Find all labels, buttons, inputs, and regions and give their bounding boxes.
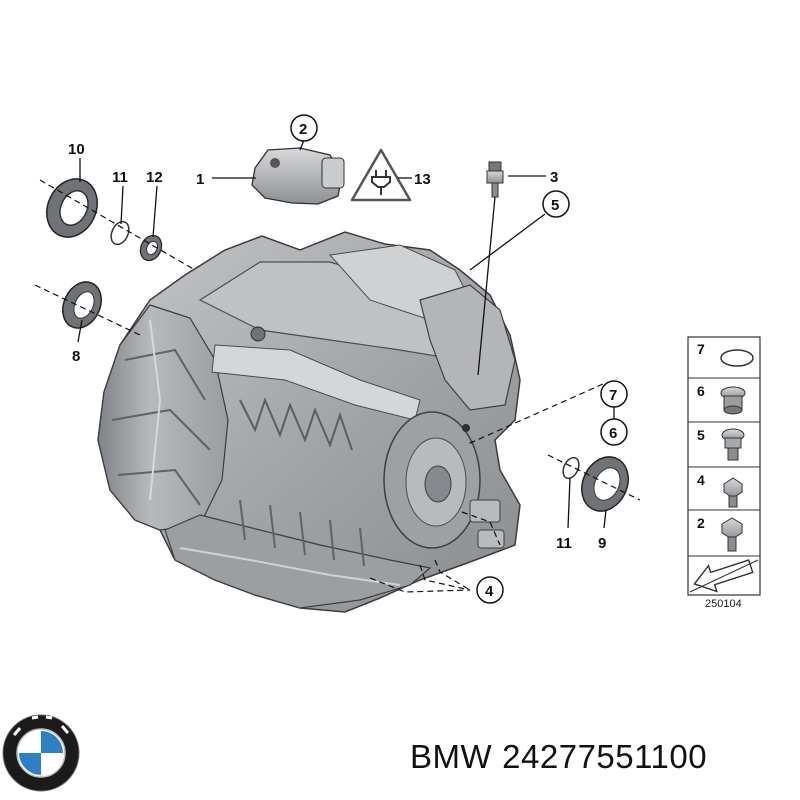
bmw-logo-blue-2 (19, 753, 41, 775)
sensor-head (488, 161, 502, 172)
callout-2-circle (290, 114, 318, 142)
bell-rib-4 (149, 319, 162, 501)
lower-ribs (239, 499, 365, 567)
bell-rib-3 (117, 468, 201, 506)
housing-port-2 (462, 424, 470, 432)
axis-6-7 (467, 383, 604, 445)
leader-11-upper (120, 185, 124, 225)
bmw-logo (2, 714, 80, 792)
transmission-housing (97, 231, 521, 613)
legend-plug-icon (720, 386, 746, 415)
oil-pan-flange (179, 547, 401, 586)
o-ring-11-upper-shape (110, 220, 130, 246)
callout-6: 6 (609, 425, 617, 442)
leader-5 (469, 213, 546, 271)
axis-right (547, 454, 641, 501)
shaft-seal-9 (581, 456, 629, 512)
callout-3: 3 (550, 169, 558, 186)
callout-8: 8 (72, 348, 80, 365)
sensor-hex (486, 170, 504, 184)
callouts: 1 2 13 3 5 10 11 12 8 7 6 11 9 4 (68, 114, 628, 604)
shaft-seal-10 (46, 178, 98, 238)
o-ring-11-lower-shape (562, 456, 580, 480)
leader-12 (152, 185, 158, 238)
bmw-logo-white-1 (41, 753, 63, 775)
leader-9 (603, 509, 607, 529)
callout-10: 10 (68, 141, 85, 158)
o-ring-11-upper (110, 220, 130, 246)
output-flange-hub (424, 465, 452, 503)
housing-fins (239, 397, 353, 451)
parts-legend: 7 6 5 4 2 250104 (687, 336, 761, 610)
legend-label-5: 5 (697, 427, 705, 443)
housing-port (250, 326, 266, 342)
caption-brand: BMW (410, 738, 493, 775)
temperature-sensor-part (486, 161, 504, 198)
seal-12-inner (146, 240, 158, 256)
callout-4-circle (476, 576, 504, 604)
dashed-axis-lines (34, 179, 641, 593)
callout-2: 2 (299, 121, 307, 138)
housing-boss-1 (469, 499, 501, 523)
position-switch-hole (270, 158, 280, 168)
seal-10-inner (59, 190, 89, 226)
seal-8-inner (73, 291, 95, 319)
callout-6-circle (600, 418, 628, 446)
leader-8 (77, 319, 83, 343)
legend-o-ring-icon (720, 349, 754, 367)
seal-ring-12 (139, 234, 163, 262)
legend-arrow-icon (689, 559, 759, 593)
callout-7: 7 (609, 387, 617, 404)
sensor-thread (491, 182, 499, 198)
bell-rib-2 (111, 408, 211, 451)
position-switch-part (251, 147, 345, 205)
caution-symbol (350, 148, 412, 202)
leader-lines (77, 139, 615, 529)
side-cover (419, 284, 516, 411)
caution-triangle-icon (350, 148, 412, 202)
callout-5: 5 (551, 197, 559, 214)
legend-frame (687, 336, 761, 596)
legend-short-bolt-icon (723, 477, 743, 508)
legend-label-7: 7 (697, 341, 705, 357)
leader-3-drop (477, 196, 496, 376)
position-switch-plug (321, 157, 345, 189)
callout-7-circle (600, 380, 628, 408)
legend-drain-plug-icon (721, 428, 745, 461)
callout-11-lower: 11 (556, 535, 572, 552)
oil-pan (164, 514, 432, 609)
callout-13: 13 (414, 171, 431, 188)
callout-4: 4 (485, 583, 494, 600)
bmw-logo-white-2 (19, 731, 41, 753)
bmw-logo-blue-1 (41, 731, 63, 753)
plug-icon (371, 170, 391, 195)
bmw-logo-lettering (12, 715, 70, 736)
caption-part-number: 24277551100 (502, 738, 708, 775)
bell-rib-1 (124, 348, 206, 401)
housing-boss-2 (477, 529, 505, 549)
legend-long-bolt-icon (721, 517, 743, 552)
callout-9: 9 (598, 535, 606, 552)
legend-label-6: 6 (697, 383, 705, 399)
leader-11-lower (567, 477, 571, 529)
axis-4 (369, 511, 501, 593)
legend-label-4: 4 (697, 472, 705, 488)
reference-code: 250104 (705, 598, 742, 610)
legend-label-2: 2 (697, 515, 705, 531)
callout-11-upper: 11 (112, 169, 128, 186)
shaft-seal-8 (62, 281, 102, 329)
callout-5-circle (542, 190, 570, 218)
callout-12: 12 (146, 169, 163, 186)
o-ring-11-lower (562, 456, 580, 480)
callout-1: 1 (196, 171, 204, 188)
